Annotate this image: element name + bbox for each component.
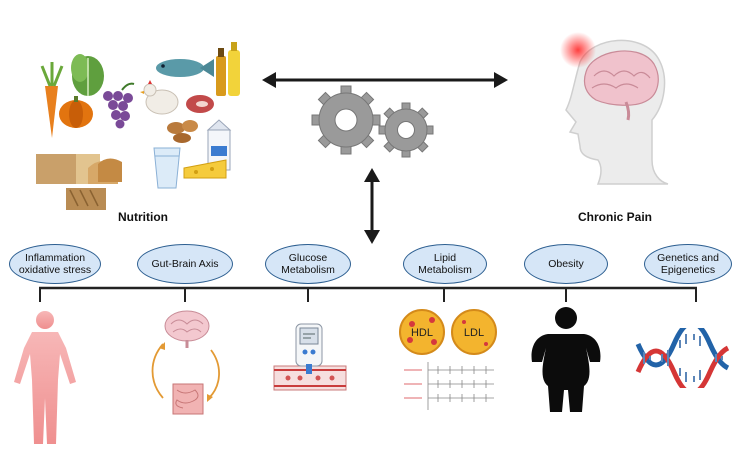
node-genetics-line1: Genetics and [657,252,719,264]
pumpkin-icon [59,96,93,128]
node-gut-brain-axis: Gut-Brain Axis [137,244,233,284]
fish-icon [156,59,214,77]
food-collage-icon [36,42,240,210]
ldl-label: LDL [464,327,484,339]
grapes-icon [103,82,135,129]
gears-icon [311,85,434,158]
milk-glass-icon [153,147,181,189]
node-glucose-line1: Glucose [288,252,328,264]
node-gut-brain-axis-line1: Gut-Brain Axis [151,258,219,270]
gut-brain-icon [151,310,220,415]
nuts-icon [167,120,198,143]
vertical-double-arrow [364,168,380,244]
human-body-icon [14,311,76,444]
chicken-icon [140,80,179,115]
node-lipid-line1: Lipid [433,252,457,264]
node-obesity-line1: Obesity [548,258,584,270]
timeline [39,286,697,302]
oil-bottle-icon [216,42,240,96]
hdl-particle-icon: HDL [399,309,445,355]
node-glucose-metabolism: Glucose Metabolism [265,244,351,284]
brain-head-icon [560,32,669,185]
obesity-silhouette-icon [531,307,601,412]
node-genetics-epigenetics: Genetics and Epigenetics [644,244,732,284]
carrot-icon [40,62,64,138]
ldl-particle-icon: LDL [451,309,497,355]
hdl-label: HDL [411,327,433,339]
triglyceride-structure-icon [404,362,494,410]
horizontal-double-arrow [262,72,508,88]
node-obesity: Obesity [524,244,608,284]
intestine-icon [172,383,204,415]
glucose-meter-icon [273,323,347,391]
node-lipid-metabolism: Lipid Metabolism [403,244,487,284]
lipid-particles-icon: HDL LDL [399,309,497,410]
dna-helix-icon [635,328,730,388]
small-gear-icon [378,102,434,158]
cheese-icon [183,159,227,179]
node-lipid-line2: Metabolism [418,264,472,276]
large-gear-icon [311,85,381,155]
node-inflammation-line1: Inflammation [24,252,86,264]
nutrition-label: Nutrition [118,210,168,224]
grains-bread-icon [36,154,122,210]
node-genetics-line2: Epigenetics [660,264,716,276]
node-inflammation: Inflammation oxidative stress [9,244,101,284]
steak-icon [186,95,214,113]
node-glucose-line2: Metabolism [281,264,335,276]
chronic-pain-label: Chronic Pain [578,210,653,224]
node-inflammation-line2: oxidative stress [18,264,92,276]
lettuce-icon [71,54,104,96]
brain-icon [164,310,210,348]
